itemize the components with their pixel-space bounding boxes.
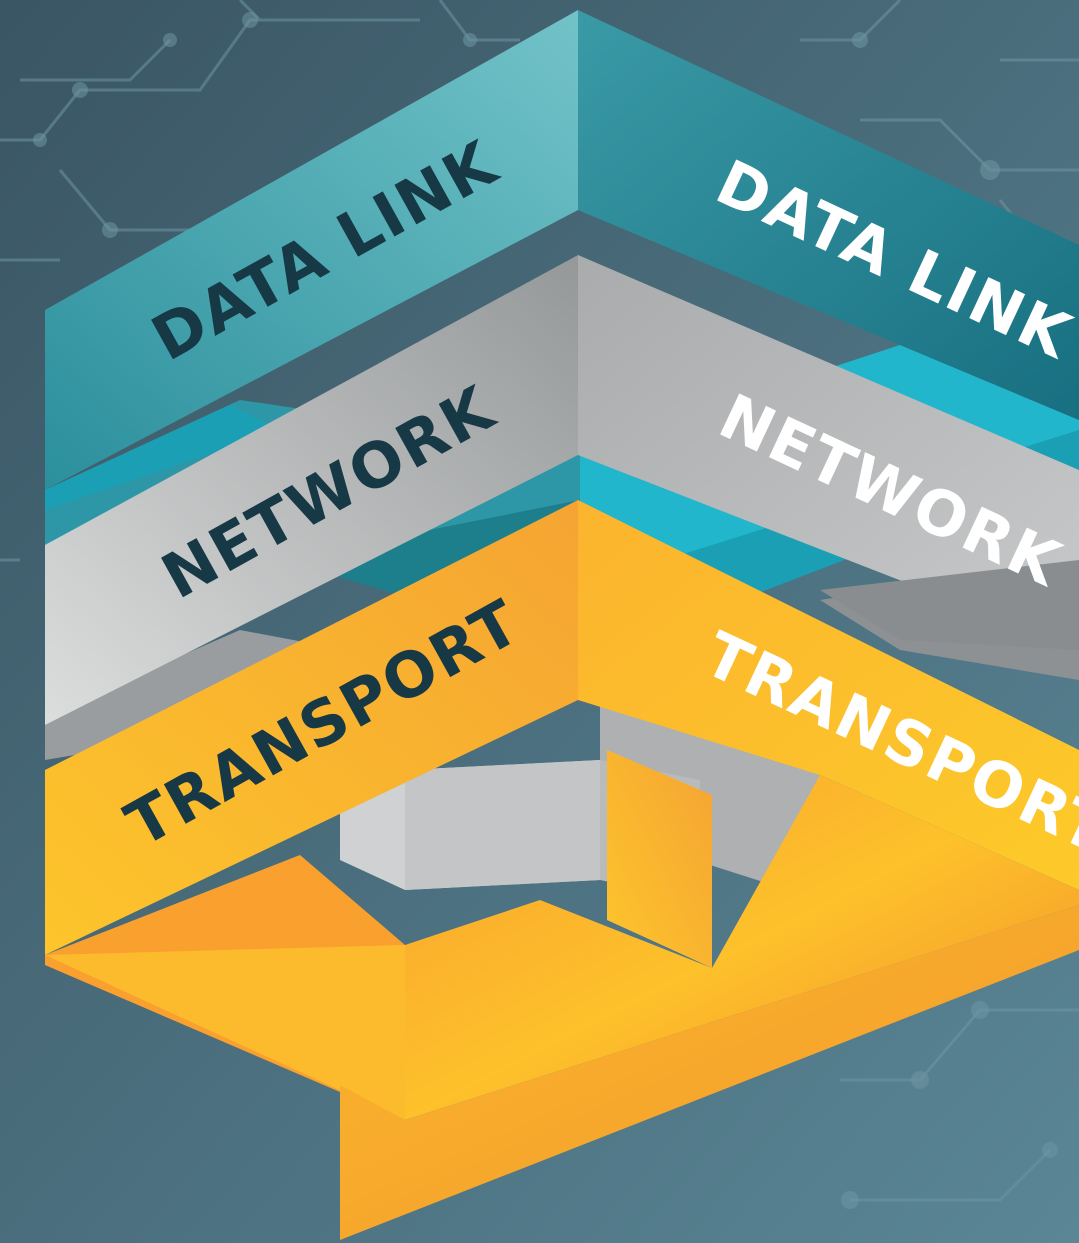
network-right-face — [578, 255, 1079, 650]
data-link-right-face — [578, 10, 1079, 420]
data-link-left-face — [45, 10, 578, 490]
transport-bottom-right-face — [405, 775, 1079, 1120]
network-left-face — [45, 255, 578, 725]
network-right-shadow — [820, 560, 1079, 650]
transport-lower-front — [45, 945, 405, 1120]
transport-inner-tab — [607, 750, 712, 968]
transport-right-face — [578, 500, 1079, 890]
transport-left-face — [45, 500, 578, 955]
data-link-bottom-edge — [45, 405, 280, 510]
transport-tail-face — [340, 905, 1079, 1240]
